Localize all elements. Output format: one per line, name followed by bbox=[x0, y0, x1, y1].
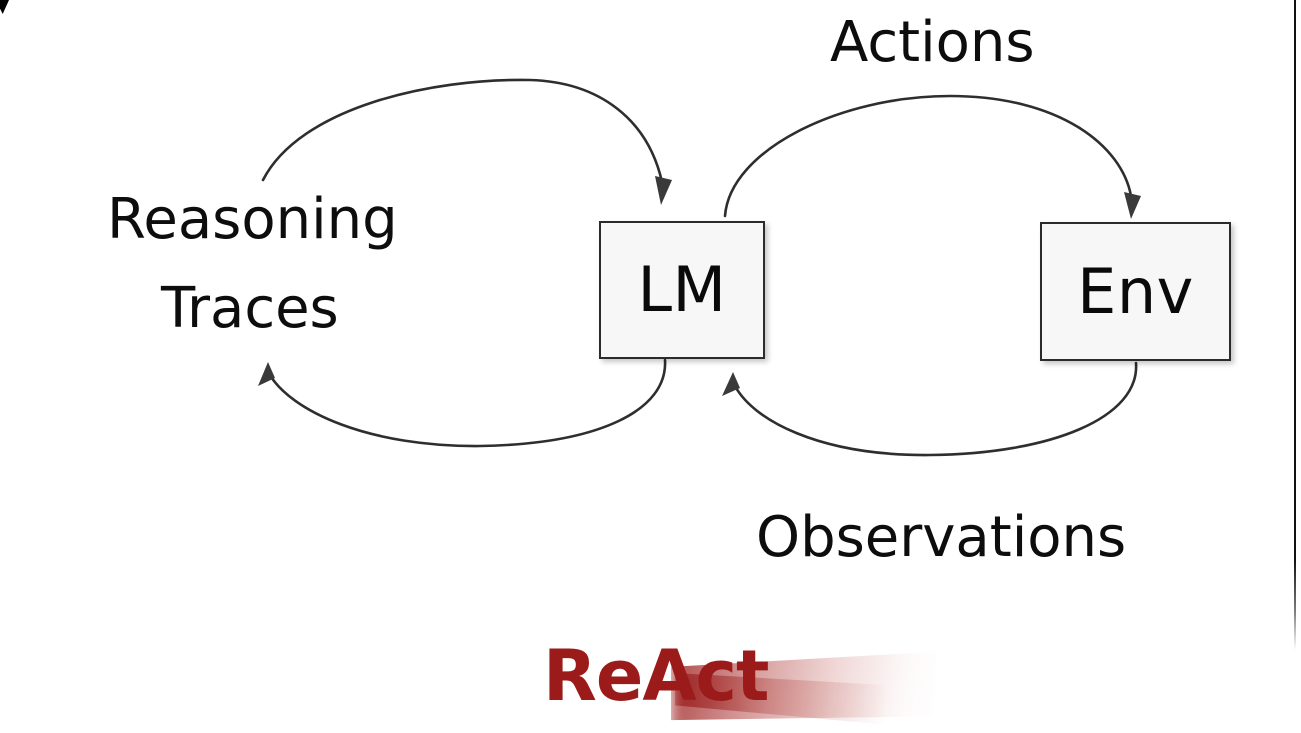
caption-reasoning: Reasoning bbox=[107, 187, 398, 252]
node-env-label: Env bbox=[1077, 254, 1194, 328]
edge-observations bbox=[722, 361, 1138, 457]
edge-actions bbox=[723, 94, 1141, 219]
react-wordmark-label: ReAct bbox=[543, 635, 770, 717]
edge-reasoning-traces-lower bbox=[258, 358, 667, 448]
node-lm-label: LM bbox=[637, 253, 727, 326]
node-lm[interactable]: LM bbox=[599, 221, 765, 359]
arrow-head-toward-reasoning bbox=[258, 362, 275, 386]
caption-observations: Observations bbox=[756, 505, 1127, 570]
corner-artifact-mark bbox=[0, 0, 9, 14]
arrow-head-into-env-top bbox=[1124, 192, 1141, 219]
react-wordmark: ReAct bbox=[543, 635, 936, 725]
caption-actions: Actions bbox=[830, 10, 1035, 75]
arrow-head-into-lm-bottom bbox=[722, 372, 740, 396]
caption-traces: Traces bbox=[161, 276, 339, 341]
arrow-head-into-lm-top bbox=[655, 176, 672, 205]
slide-right-border bbox=[1294, 0, 1296, 650]
node-env[interactable]: Env bbox=[1040, 222, 1231, 361]
